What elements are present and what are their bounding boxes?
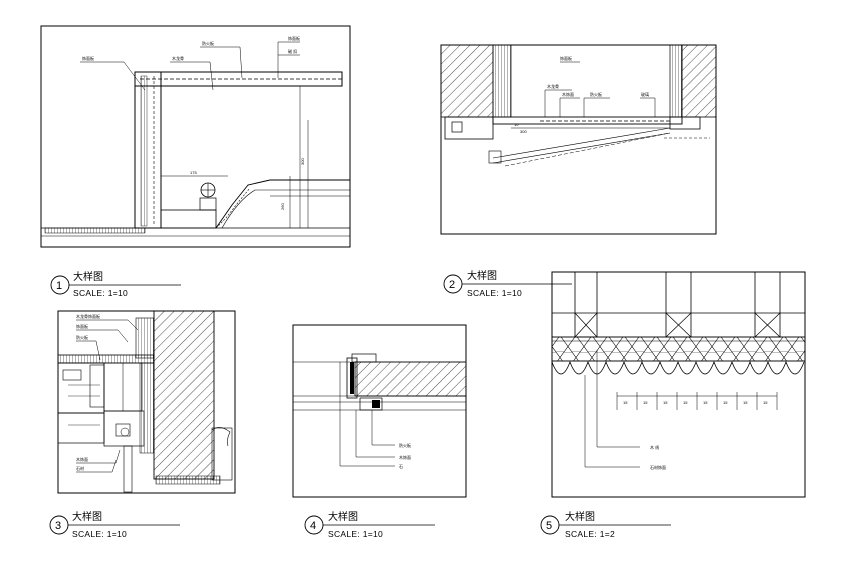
detail-number: 5 — [546, 520, 552, 532]
detail-2-dim-a: 10 — [514, 122, 519, 127]
detail-2: 10 300 饰面板 木龙骨 木饰面 防火板 玻璃 — [440, 44, 717, 235]
detail-5-dim-4: 15 — [683, 400, 688, 405]
detail-1-label-a: 饰面板 — [82, 55, 94, 61]
detail-5-dim-6: 15 — [723, 400, 728, 405]
detail-1-dim-height-b: 300 — [300, 158, 305, 165]
detail-1-label-d: 饰面板 — [288, 35, 300, 41]
detail-5: 15 15 15 15 15 15 15 15 木 线 石材饰面 — [551, 271, 806, 498]
detail-scale: SCALE: 1=10 — [467, 288, 522, 298]
detail-4-label-b: 木饰面 — [399, 454, 411, 460]
detail-number: 2 — [449, 279, 455, 291]
detail-3-label-d: 木饰面 — [76, 456, 88, 462]
detail-number: 3 — [55, 520, 61, 532]
detail-title: 大样图 — [72, 510, 102, 523]
detail-5-label-a: 木 线 — [650, 444, 659, 450]
detail-4: 防火板 木饰面 石 — [292, 324, 467, 498]
title-block-3: 3 大样图 SCALE: 1=10 — [49, 510, 180, 539]
detail-title: 大样图 — [73, 270, 103, 283]
detail-5-dim-ticks — [616, 392, 778, 410]
detail-3: 木龙骨饰面板 饰面板 防火板 木饰面 石材 — [57, 310, 236, 494]
detail-scale: SCALE: 1=10 — [72, 529, 127, 539]
detail-5-dim-5: 15 — [703, 400, 708, 405]
detail-5-dim-7: 15 — [743, 400, 748, 405]
detail-number: 4 — [310, 520, 316, 532]
detail-5-dim-8: 15 — [763, 400, 768, 405]
detail-3-label-c: 防火板 — [76, 334, 88, 340]
detail-1-label-c: 防火板 — [202, 40, 214, 46]
title-block-1: 1 大样图 SCALE: 1=10 — [50, 270, 181, 298]
detail-scale: SCALE: 1=10 — [328, 529, 383, 539]
detail-1-label-b: 木龙骨 — [172, 55, 184, 61]
detail-title: 大样图 — [565, 510, 595, 523]
detail-4-label-a: 防火板 — [399, 442, 411, 448]
detail-2-label-d: 防火板 — [590, 91, 602, 97]
title-block-2: 2 大样图 SCALE: 1=10 — [443, 269, 572, 298]
detail-title: 大样图 — [328, 510, 358, 523]
detail-scale: SCALE: 1=10 — [73, 288, 128, 298]
detail-1-dim-width: 175 — [190, 170, 197, 175]
detail-1: 175 260 300 饰面板 木龙骨 防火板 饰面板 磁 扣 — [40, 25, 351, 248]
detail-5-label-b: 石材饰面 — [650, 464, 666, 470]
detail-3-label-a: 木龙骨饰面板 — [76, 313, 100, 319]
title-block-4: 4 大样图 SCALE: 1=10 — [304, 510, 435, 539]
detail-5-dim-3: 15 — [663, 400, 668, 405]
title-block-5: 5 大样图 SCALE: 1=2 — [540, 510, 671, 539]
detail-2-dim-b: 300 — [520, 129, 527, 134]
detail-2-label-a: 饰面板 — [560, 55, 572, 61]
detail-1-dim-height-a: 260 — [280, 203, 285, 210]
detail-number: 1 — [56, 280, 62, 292]
detail-2-label-c: 木饰面 — [562, 91, 574, 97]
detail-5-dim-1: 15 — [623, 400, 628, 405]
detail-1-label-e: 磁 扣 — [288, 48, 297, 54]
detail-2-label-b: 木龙骨 — [547, 83, 559, 89]
detail-4-label-c: 石 — [399, 464, 403, 469]
detail-3-label-e: 石材 — [76, 465, 84, 471]
detail-3-label-b: 饰面板 — [76, 323, 88, 329]
detail-scale: SCALE: 1=2 — [565, 529, 615, 539]
detail-5-dim-2: 15 — [643, 400, 648, 405]
detail-title: 大样图 — [467, 269, 497, 282]
detail-2-label-e: 玻璃 — [641, 91, 649, 97]
